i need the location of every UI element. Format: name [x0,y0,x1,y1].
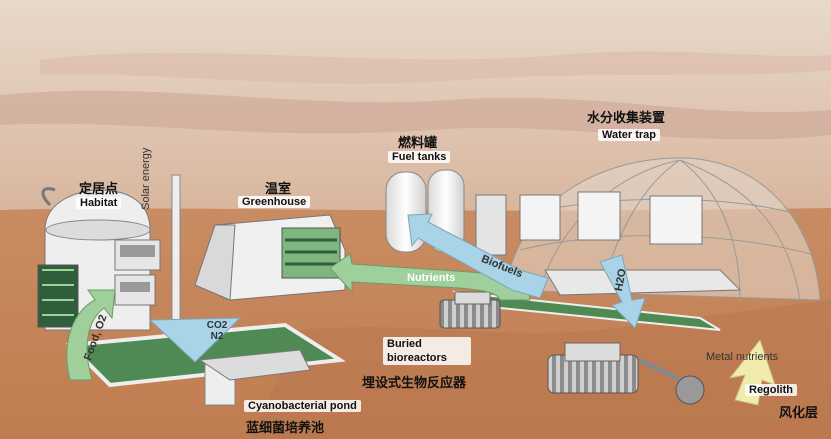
rover-small [439,291,501,329]
regolith-label-cn: 风化层 [779,406,819,421]
arrow-metal-nutrients [728,338,776,406]
water-trap-dome [504,157,821,301]
rover-large [547,342,705,405]
greenhouse-label-en: Greenhouse [238,196,311,208]
ground-shade [250,300,831,439]
arrow-food-o2 [66,289,116,381]
solar-mast [171,174,181,326]
solar-energy-label: Solar energy [140,147,152,210]
pond-label-cn: 蓝细菌培养池 [246,421,325,436]
fuel-tanks-label-en: Fuel tanks [388,151,451,163]
co2-n2-label: CO2 N2 [206,320,228,342]
habitat-label-en: Habitat [76,197,122,209]
cloud-band-2 [40,51,831,84]
water-trap-label-en: Water trap [598,129,660,141]
regolith-label-en: Regolith [745,384,797,396]
buried-bioreactors-label-cn: 埋设式生物反应器 [362,376,467,391]
cloud-band [0,90,831,140]
metal-nutrients-label: Metal nutrients [706,351,779,363]
greenhouse [194,214,346,301]
habitat-label-cn: 定居点 [79,182,119,197]
pond-label-en: Cyanobacterial pond [244,400,361,412]
fuel-tanks-label-cn: 燃料罐 [398,136,438,151]
arrow-biofuels [407,213,549,299]
arrow-h2o [599,254,646,329]
water-trap-label-cn: 水分收集装置 [587,111,666,126]
arrow-nutrients [329,253,531,301]
arrow-co2-n2 [148,317,242,363]
buried-bioreactors-label-en: Buried bioreactors [383,337,471,365]
nutrients-label: Nutrients [407,272,456,284]
habitat [37,187,161,331]
greenhouse-label-cn: 温室 [265,182,292,197]
